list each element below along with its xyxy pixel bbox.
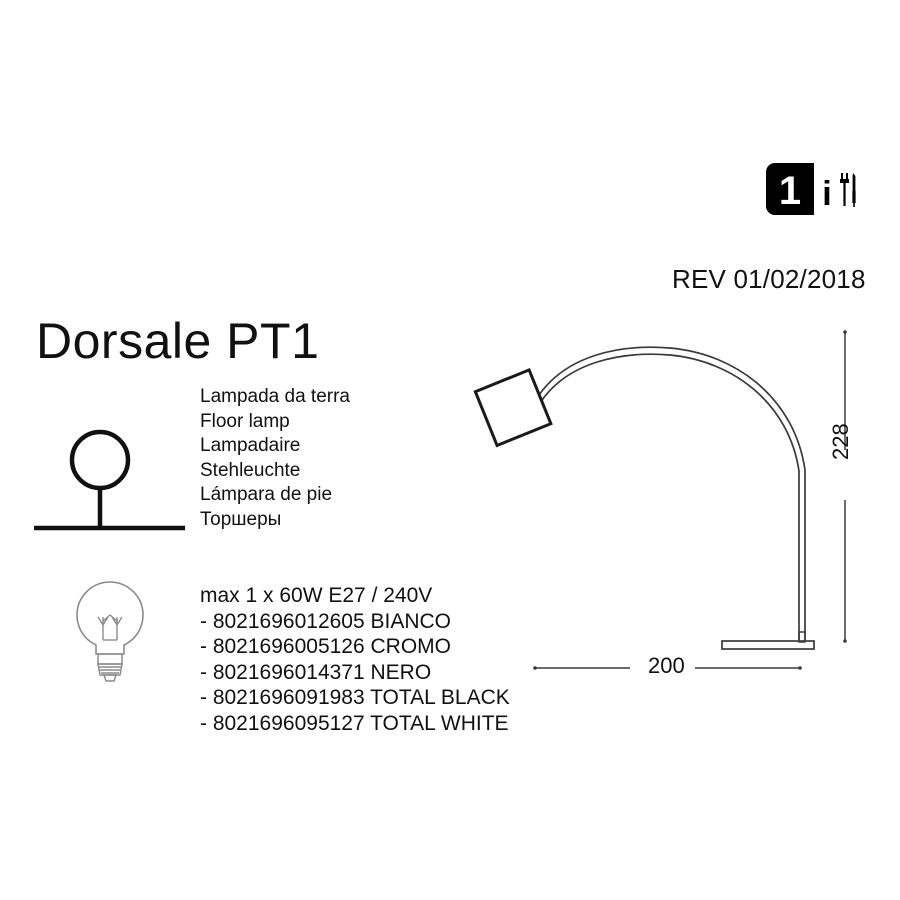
description-es: Lámpara de pie (200, 484, 333, 506)
width-dimension-line (533, 666, 802, 670)
floor-lamp-pictogram-icon (34, 420, 189, 538)
badge-quantity-label: 1 (779, 169, 801, 213)
variant-code-cromo: - 8021696005126 CROMO (200, 635, 451, 658)
screwdriver-icon (852, 173, 856, 207)
description-de: Stehleuchte (200, 459, 301, 481)
variant-code-total-white: - 8021696095127 TOTAL WHITE (200, 711, 509, 735)
info-icon: i (822, 175, 831, 213)
badge-svg: 1 i (766, 163, 862, 215)
lamp-globe-shape (69, 429, 131, 491)
bulb-filament-shape (97, 614, 123, 641)
lamp-specification: max 1 x 60W E27 / 240V (200, 584, 433, 607)
technical-drawing-svg (473, 330, 847, 670)
lamp-base-plate-shape (721, 640, 815, 650)
revision-date: REV 01/02/2018 (672, 264, 866, 294)
description-fr: Lampadaire (200, 435, 301, 457)
lamp-shade-shape (473, 367, 553, 448)
height-dimension-line (843, 330, 847, 643)
pole-base-joint-shape (798, 631, 806, 643)
floor-lamp-icon-svg (34, 429, 185, 531)
product-description-list: Lampada da terra Floor lamp Lampadaire S… (200, 385, 530, 533)
page-title: Dorsale PT1 (36, 313, 320, 369)
product-technical-drawing (470, 300, 890, 700)
variant-code-total-black: - 8021696091983 TOTAL BLACK (200, 686, 510, 709)
height-dimension-label: 228 (828, 423, 853, 460)
one-bulb-info-tools-badge: 1 i (766, 163, 862, 215)
wrench-icon (840, 173, 849, 206)
specification-list: max 1 x 60W E27 / 240V - 8021696012605 B… (200, 583, 560, 736)
bulb-icon-svg (76, 581, 144, 682)
badge-right-panel-rounded (814, 163, 862, 215)
variant-code-nero: - 8021696014371 NERO (200, 660, 432, 684)
description-it: Lampada da terra (200, 386, 350, 407)
description-en: Floor lamp (200, 410, 290, 432)
lamp-arc-inner-line (539, 353, 800, 640)
bulb-glass-shape (76, 581, 144, 655)
bulb-screw-base-shape (97, 653, 123, 682)
lamp-arc-outer-line (536, 346, 806, 640)
description-ru: Торшеры (200, 508, 282, 530)
variant-code-bianco: - 8021696012605 BIANCO (200, 609, 452, 633)
light-bulb-icon (62, 578, 158, 686)
width-dimension-label: 200 (643, 653, 690, 679)
